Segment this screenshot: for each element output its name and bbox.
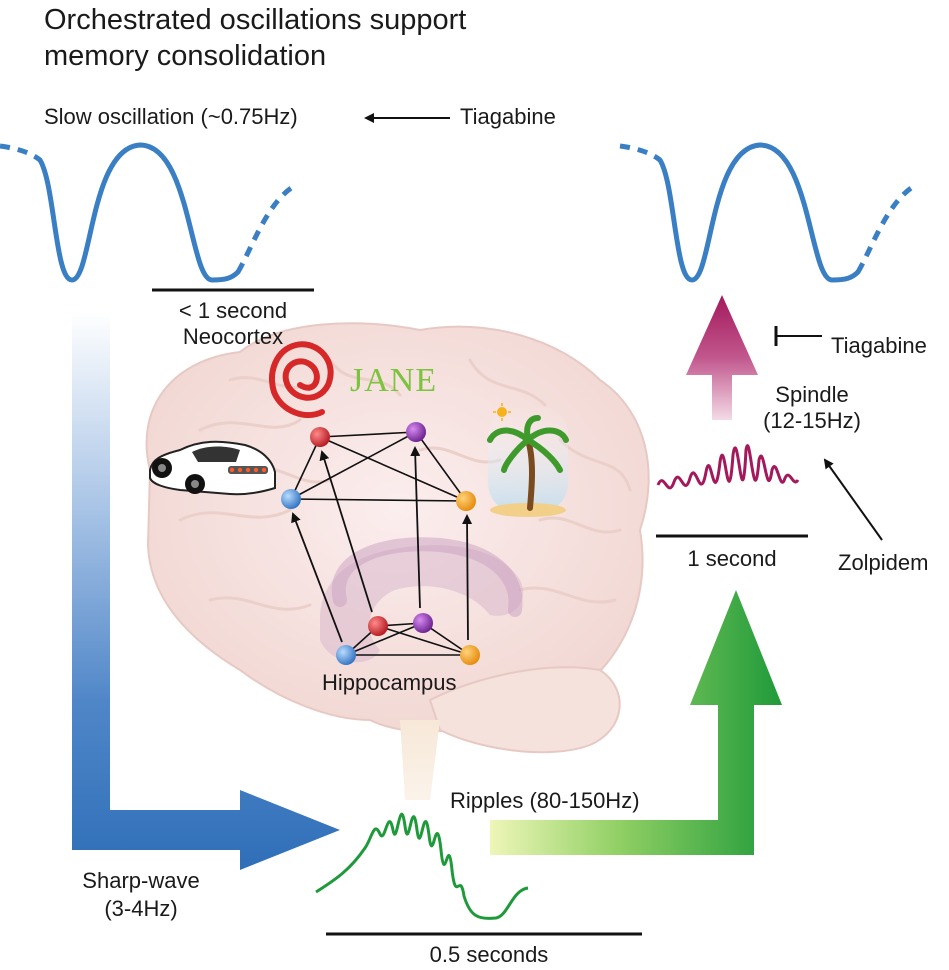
sun-icon bbox=[493, 403, 511, 421]
palm-tree-icon bbox=[487, 405, 569, 517]
hippocampus-node-purple bbox=[413, 613, 433, 633]
cortex-node-blue bbox=[281, 489, 301, 509]
spindle-arrow bbox=[686, 295, 758, 420]
title-line-2: memory consolidation bbox=[44, 40, 327, 72]
tiagabine-label-top: Tiagabine bbox=[460, 104, 556, 129]
zolpidem-label: Zolpidem bbox=[838, 550, 929, 575]
hippocampus-node-orange bbox=[460, 645, 480, 665]
zolpidem-arrow bbox=[823, 458, 883, 541]
spindle-wave bbox=[656, 444, 800, 490]
ripple-arrow bbox=[490, 590, 782, 855]
title-line-1: Orchestrated oscillations support bbox=[44, 4, 467, 36]
cortex-node-purple bbox=[406, 422, 426, 442]
hippocampus-label: Hippocampus bbox=[322, 670, 457, 695]
slow-oscillation-wave-right bbox=[619, 142, 918, 283]
jane-text: JANE bbox=[350, 362, 438, 399]
sharp-wave-label-line1: Sharp-wave bbox=[82, 868, 200, 893]
diagram-title: Orchestrated oscillations support memory… bbox=[44, 2, 466, 74]
spindle-label-line2: (12-15Hz) bbox=[763, 408, 861, 433]
less-than-1-second-label: < 1 second bbox=[178, 298, 288, 323]
swirl-icon bbox=[269, 341, 334, 419]
hippocampus-node-blue bbox=[336, 645, 356, 665]
ripples-label: Ripples (80-150Hz) bbox=[450, 788, 640, 813]
hippocampus-node-red bbox=[368, 616, 388, 636]
neocortex-label: Neocortex bbox=[182, 324, 284, 349]
half-second-label: 0.5 seconds bbox=[429, 942, 549, 967]
one-second-label: 1 second bbox=[687, 546, 777, 571]
slow-oscillation-wave-left bbox=[0, 142, 298, 283]
tiagabine-label-right: Tiagabine bbox=[831, 333, 927, 358]
cortical-network-edges bbox=[290, 431, 467, 502]
sharp-wave-label-line2: (3-4Hz) bbox=[104, 896, 178, 921]
projection-arrows bbox=[291, 446, 473, 643]
tiagabine-inhibition bbox=[774, 326, 822, 346]
car-icon bbox=[149, 440, 276, 496]
sharp-wave-arrow bbox=[72, 312, 340, 870]
spindle-label-line1: Spindle bbox=[775, 382, 849, 407]
cortex-node-red bbox=[310, 427, 330, 447]
ripple-wave bbox=[315, 812, 529, 920]
cortex-node-orange bbox=[456, 491, 476, 511]
slow-oscillation-label: Slow oscillation (~0.75Hz) bbox=[44, 104, 298, 129]
